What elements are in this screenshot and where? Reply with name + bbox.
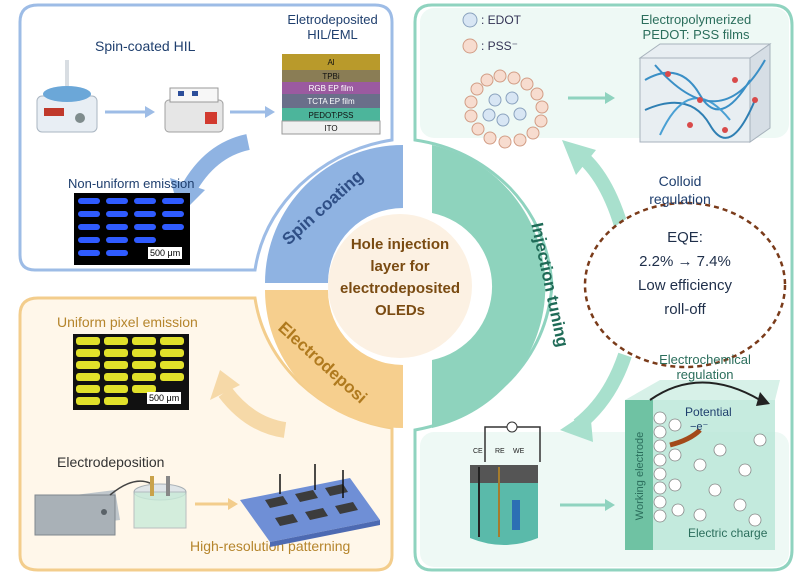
- electron-label: −e⁻: [690, 421, 709, 433]
- hotplate-icon: [164, 87, 224, 133]
- potentiostat-icon: [34, 490, 120, 536]
- films-title: Electropolymerized PEDOT: PSS films: [640, 12, 752, 42]
- device-stack: [281, 54, 381, 135]
- center-title: Hole injection layer for electrodeposite…: [339, 236, 461, 319]
- cell-label-ce: CE: [473, 448, 483, 455]
- colloid-cluster: [464, 69, 549, 149]
- potential-label: Potential: [685, 405, 732, 419]
- blue-pixels: [78, 198, 184, 256]
- spin-coating-arc: [265, 145, 403, 283]
- colloid-regulation-label: Colloid regulation: [649, 173, 711, 207]
- stack-title: Eletrodeposited HIL/EML: [287, 12, 378, 42]
- edot-legend-icon: [462, 12, 478, 28]
- pedot-film-cube: [638, 43, 772, 143]
- electrochemical-cell: [470, 421, 541, 545]
- scale-bar-label-2: 500 μm: [147, 392, 182, 404]
- eqe-oval: [583, 201, 787, 369]
- uniform-emission-label: Uniform pixel emission: [57, 314, 198, 330]
- cell-label-we: WE: [513, 448, 525, 455]
- cell-label-re: RE: [495, 448, 505, 455]
- pss-legend: : PSS⁻: [481, 39, 519, 53]
- pss-legend-icon: [462, 38, 478, 54]
- edot-legend: : EDOT: [481, 13, 522, 27]
- nonuniform-emission-label: Non-uniform emission: [68, 176, 195, 191]
- eqe-text: EQE: 2.2% → 7.4% Low efficiency roll-off: [638, 229, 732, 318]
- electro-arrow: [218, 387, 287, 438]
- working-electrode-diagram: [625, 380, 780, 550]
- uniform-emission-image: 500 μm: [73, 334, 189, 410]
- patterned-substrate: [240, 464, 380, 547]
- nonuniform-emission-image: 500 μm: [74, 193, 190, 265]
- injection-tuning-arc: [432, 145, 546, 428]
- scale-bar-label: 500 μm: [148, 247, 183, 259]
- beaker-icon: [133, 476, 187, 529]
- layer-labels: Al TPBi RGB EP film TCTA EP film PEDOT:P…: [307, 58, 355, 133]
- electrodeposition-arc: [265, 290, 403, 428]
- center-circle: [328, 214, 472, 358]
- yellow-pixels: [76, 337, 184, 405]
- spin-arrow: [180, 134, 250, 195]
- spin-coater-icon: [36, 60, 98, 133]
- electric-charge-label: Electric charge: [688, 526, 768, 540]
- spin-coated-hil-label: Spin-coated HIL: [95, 38, 196, 54]
- electrochemical-regulation-label: Electrochemical regulation: [659, 352, 751, 382]
- electrodeposition-label: Electrodeposition: [57, 454, 165, 470]
